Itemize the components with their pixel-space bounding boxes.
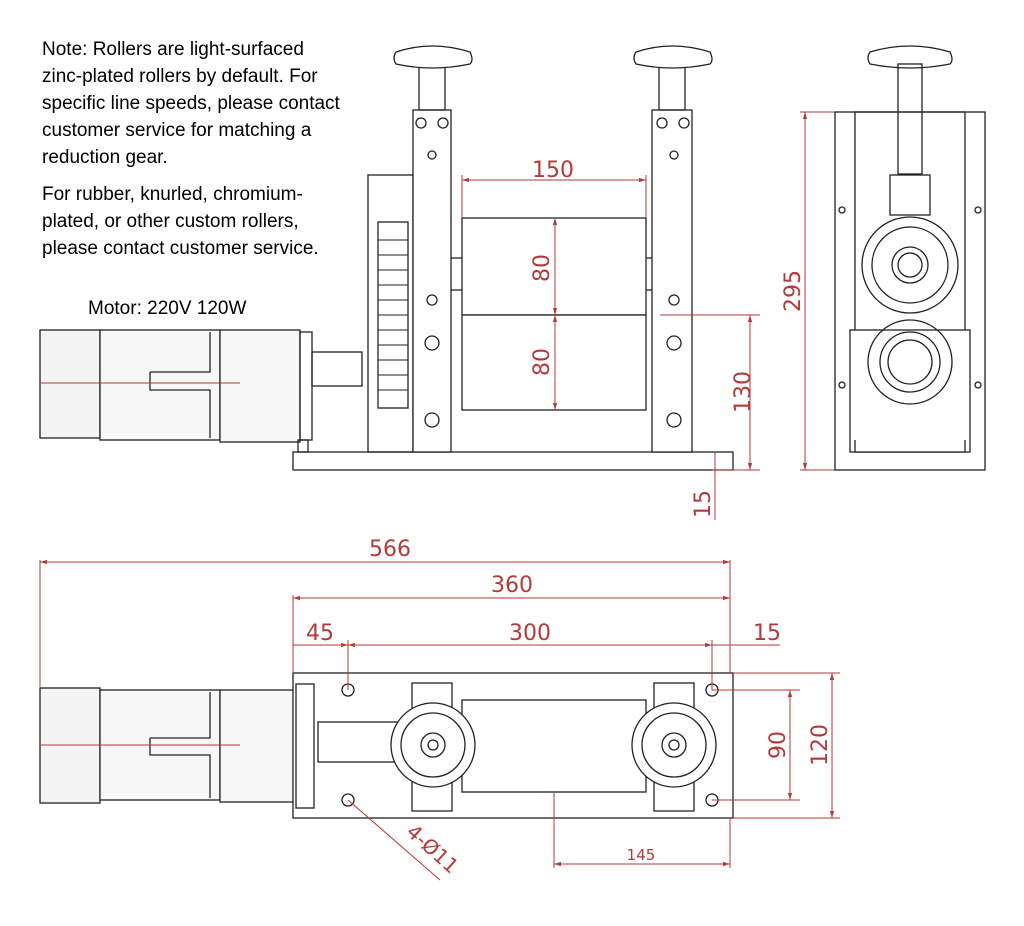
note-line: specific line speeds, please contact [42, 93, 340, 114]
dim-roller-offset: 145 [627, 846, 656, 864]
motor-front [39, 329, 363, 453]
note-line: reduction gear. [42, 147, 168, 168]
note-line: Note: Rollers are light-surfaced [42, 39, 304, 60]
dim-hole-spacing: 300 [509, 621, 551, 646]
dim-frame-width: 120 [808, 724, 833, 766]
motor-label: Motor: 220V 120W [88, 298, 247, 319]
side-view [834, 45, 986, 471]
front-dimensions [40, 111, 835, 520]
dim-frame-length: 360 [491, 573, 533, 598]
dim-roller-upper: 80 [530, 254, 555, 282]
dim-hole-width: 90 [766, 731, 791, 759]
front-view [39, 45, 734, 471]
dim-holes: 4-Ø11 [402, 819, 463, 878]
dim-roller-width: 150 [532, 158, 574, 183]
note-text: Note: Rollers are light-surfaced zinc-pl… [42, 36, 392, 272]
dim-offset-left: 45 [306, 621, 334, 646]
dim-overall-length: 566 [369, 537, 411, 562]
note-line: customer service for matching a [42, 120, 312, 141]
dim-roller-lower: 80 [530, 348, 555, 376]
top-dimensions [39, 559, 840, 881]
dim-side-height: 295 [781, 270, 806, 312]
top-view [39, 672, 734, 819]
note-line: plated, or other custom rollers, [42, 211, 299, 232]
dim-axis-height: 130 [731, 371, 756, 413]
note-line: please contact customer service. [42, 238, 319, 259]
note-line: zinc-plated rollers by default. For [42, 66, 318, 87]
note-line: For rubber, knurled, chromium- [42, 184, 303, 205]
dim-base-thickness: 15 [691, 490, 716, 518]
dim-offset-right: 15 [753, 621, 781, 646]
